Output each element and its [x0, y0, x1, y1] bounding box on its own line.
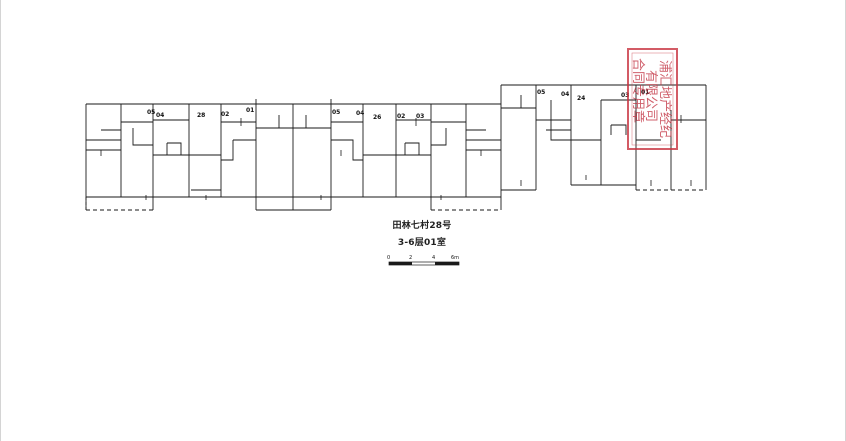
seal-text: 有限公司 [643, 70, 658, 122]
unit-label: 04 [561, 91, 569, 98]
scale-tick: 0 [387, 255, 390, 261]
unit-label: 02 [397, 113, 405, 120]
unit-label: 04 [356, 110, 364, 117]
unit-label: 05 [332, 109, 340, 116]
scale-tick: 2 [409, 255, 412, 261]
unit-label: 03 [416, 113, 424, 120]
seal-text: 浦汇地产经纪 [657, 60, 672, 138]
unit-label: 05 [147, 109, 155, 116]
scale-tick: 4 [432, 255, 435, 261]
scale-bar: 0 2 4 6m [387, 255, 460, 266]
unit-label: 01 [246, 107, 254, 114]
unit-label: 04 [156, 112, 164, 119]
unit-label: 02 [221, 111, 229, 118]
unit-label: 28 [197, 112, 205, 119]
floor-unit-label: 3-6层01室 [397, 238, 447, 248]
unit-label: 24 [577, 95, 585, 102]
company-seal: 浦汇地产经纪 有限公司 合同专用章 [627, 48, 678, 150]
building-name: 田林七村28号 [392, 221, 452, 231]
seal-text: 合同专用章 [630, 58, 646, 123]
unit-label: 03 [621, 92, 629, 99]
unit-label: 01 [641, 89, 649, 96]
scale-tick: 6m [451, 255, 459, 261]
unit-label: 26 [373, 114, 381, 121]
unit-label: 05 [537, 89, 545, 96]
